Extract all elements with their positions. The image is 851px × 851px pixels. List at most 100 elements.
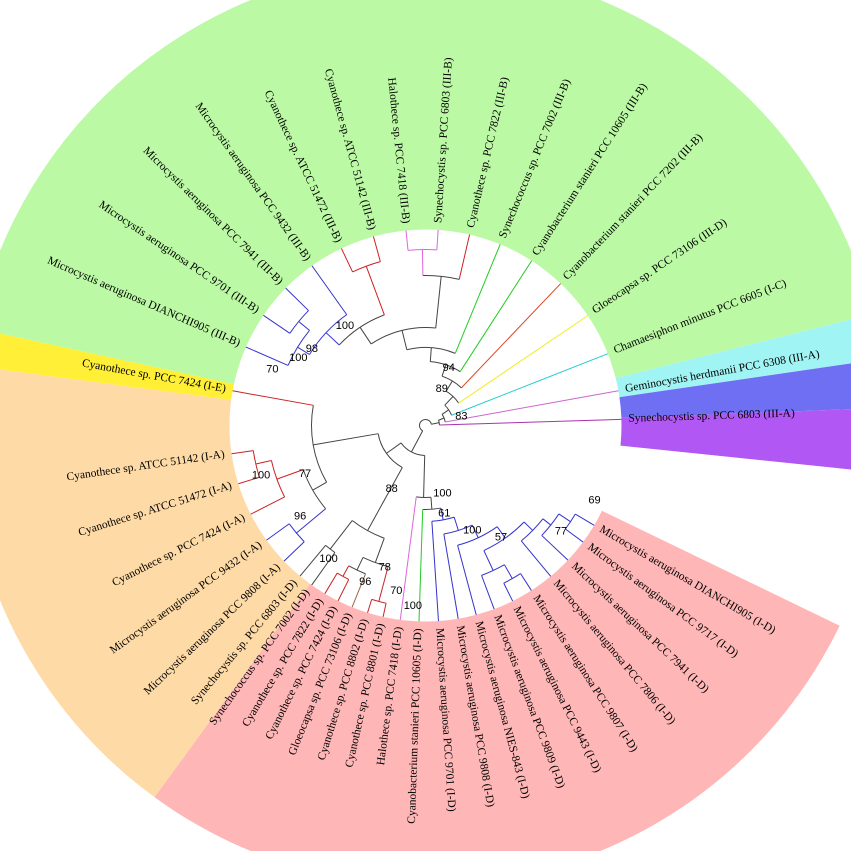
leaf-branch [324, 572, 338, 594]
branch-arc [430, 361, 461, 373]
branch-arc [338, 314, 385, 346]
internal-branch [378, 566, 389, 602]
bootstrap-value: 89 [436, 383, 448, 395]
tree-branches [231, 229, 622, 622]
leaf-branch [232, 390, 314, 406]
leaf-branch [250, 496, 285, 515]
leaf-branch [285, 287, 309, 311]
internal-branch [503, 564, 513, 579]
internal-branch [342, 565, 350, 577]
bootstrap-value: 57 [495, 531, 507, 543]
internal-branch [471, 524, 479, 538]
leaf-branch [399, 496, 417, 620]
leaf-branch [458, 315, 589, 404]
internal-branch [558, 513, 571, 523]
leaf-branch [445, 390, 619, 423]
leaf-branch [451, 353, 609, 416]
internal-branch [523, 521, 534, 531]
internal-branch [313, 433, 379, 446]
leaf-branch [541, 535, 569, 561]
internal-branch [440, 507, 444, 520]
internal-branch [312, 481, 327, 491]
branch-arc [400, 442, 425, 456]
branch-arc [351, 520, 385, 539]
leaf-branch [458, 234, 471, 280]
internal-branch [441, 364, 447, 377]
bootstrap-value: 100 [252, 470, 270, 482]
clade-sector-i-d [154, 425, 840, 851]
leaf-branch [299, 545, 327, 577]
internal-branch [444, 396, 454, 406]
leaf-branch [460, 283, 562, 389]
leaf-branch [351, 573, 367, 608]
internal-branch [431, 422, 440, 425]
bootstrap-value: 100 [336, 320, 354, 332]
leaf-branch [238, 476, 260, 485]
internal-branch [296, 508, 326, 534]
leaf-branch [565, 528, 584, 543]
leaf-branch [439, 418, 622, 426]
internal-branch [429, 347, 432, 362]
internal-branch [423, 455, 426, 498]
leaf-branch [382, 603, 387, 617]
internal-branch [401, 330, 408, 350]
branch-arc [302, 469, 327, 510]
leaf-branch [405, 230, 409, 251]
branch-arc [252, 450, 260, 478]
internal-branch [329, 520, 353, 550]
internal-branch [325, 332, 340, 346]
internal-branch [297, 346, 310, 355]
internal-branch [445, 380, 453, 392]
branch-arc [287, 330, 310, 366]
clade-sector-iii-b [0, 0, 851, 426]
bootstrap-value: 98 [306, 343, 318, 355]
branch-arc [416, 496, 431, 498]
branch-arc [377, 433, 403, 468]
leaf-branch [431, 521, 439, 622]
bootstrap-value: 70 [266, 364, 278, 376]
leaf-branch [481, 575, 495, 610]
internal-branch [430, 497, 433, 510]
leaf-branch [311, 552, 336, 586]
bootstrap-value: 77 [555, 525, 567, 537]
internal-branch [483, 550, 494, 571]
leaf-branch [266, 523, 290, 541]
internal-branch [410, 430, 424, 453]
leaf-branch [340, 248, 354, 273]
internal-branch [367, 467, 403, 531]
leaf-branch [263, 314, 291, 334]
internal-branch [435, 276, 442, 329]
internal-branch [453, 516, 459, 531]
internal-branch [542, 518, 552, 526]
branch-arc [370, 327, 436, 345]
internal-branch [386, 442, 402, 454]
bootstrap-value: 100 [319, 553, 337, 565]
leaf-branch [367, 599, 373, 613]
leaf-branch [503, 582, 514, 602]
leaf-branch [283, 541, 305, 562]
bootstrap-value: 61 [438, 507, 450, 519]
leaf-branch [575, 513, 595, 526]
bootstrap-value: 77 [299, 468, 311, 480]
leaf-branch [231, 450, 254, 455]
branch-arc [503, 573, 521, 584]
branch-arc [457, 526, 498, 546]
internal-branch [374, 538, 385, 563]
branch-arc [309, 314, 348, 355]
leaf-branch [454, 244, 501, 354]
bootstrap-value: 83 [455, 410, 467, 422]
bootstrap-value: 70 [390, 585, 402, 597]
internal-branch [365, 265, 385, 316]
branch-arc [441, 375, 462, 389]
internal-branch [276, 469, 304, 480]
leaf-branch [443, 533, 459, 619]
branch-arc [348, 565, 366, 575]
leaf-branch [245, 346, 289, 366]
bootstrap-value: 96 [294, 511, 306, 523]
branch-arc [564, 513, 576, 530]
bootstrap-value: 100 [433, 487, 451, 499]
leaf-branch [459, 260, 533, 372]
